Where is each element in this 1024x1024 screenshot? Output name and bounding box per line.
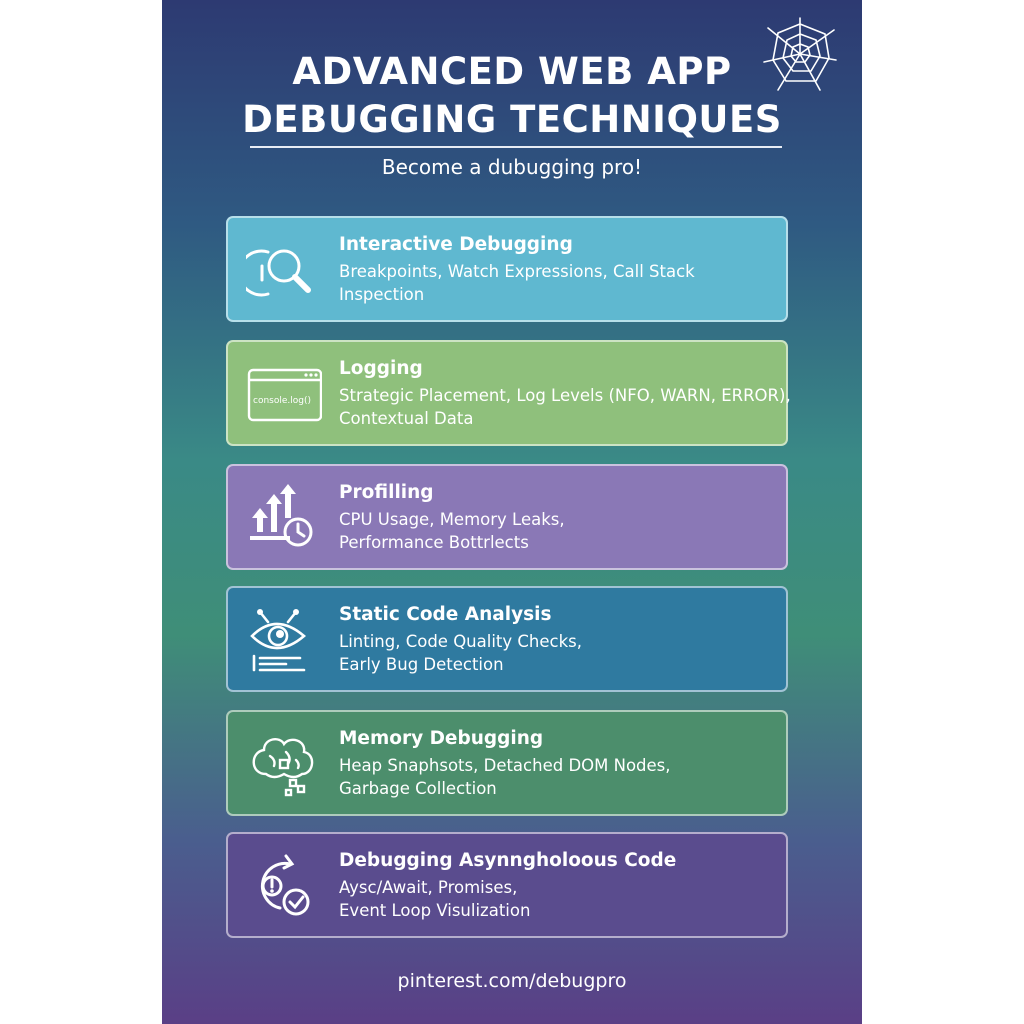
- card-title: Static Code Analysis: [339, 604, 552, 625]
- card-description: Aysc/Await, Promises, Event Loop Visuliz…: [339, 876, 783, 922]
- poster: ADVANCED WEB APP DEBUGGING TECHNIQUES Be…: [162, 0, 862, 1024]
- card-profilling: Profilling CPU Usage, Memory Leaks, Perf…: [226, 464, 788, 570]
- footer-link[interactable]: pinterest.com/debugpro: [397, 970, 627, 992]
- title-divider: [250, 146, 782, 148]
- eye-bug-icon: [250, 609, 306, 672]
- card-description: CPU Usage, Memory Leaks, Performance Bot…: [339, 508, 783, 554]
- card-description: Breakpoints, Watch Expressions, Call Sta…: [339, 260, 783, 306]
- card-description-line: CPU Usage, Memory Leaks,: [339, 510, 565, 529]
- card-description-line: Garbage Collection: [339, 779, 497, 798]
- card-async-code: Debugging Asynngholoous Code Aysc/Await,…: [226, 832, 788, 938]
- card-description-line: Performance Bottrlects: [339, 533, 529, 552]
- title-line-1: ADVANCED WEB APP: [292, 50, 732, 93]
- card-description-line: Breakpoints, Watch Expressions, Call Sta…: [339, 262, 695, 281]
- card-description-line: Early Bug Detection: [339, 655, 504, 674]
- card-title: Profilling: [339, 482, 434, 503]
- card-title: Logging: [339, 358, 423, 379]
- card-logging: console.log() Logging Strategic Placemen…: [226, 340, 791, 446]
- card-description-line: Event Loop Visulization: [339, 901, 531, 920]
- page-subtitle: Become a dubugging pro!: [381, 155, 643, 179]
- card-description-line: Contextual Data: [339, 409, 474, 428]
- card-description-line: Aysc/Await, Promises,: [339, 878, 518, 897]
- magnifier-icon: [246, 249, 311, 297]
- title-line-2: DEBUGGING TECHNIQUES: [242, 98, 782, 141]
- card-description: Strategic Placement, Log Levels (NFO, WA…: [339, 384, 791, 430]
- card-description-line: Inspection: [339, 285, 425, 304]
- brain-icon: [252, 738, 314, 797]
- card-interactive-debugging: Interactive Debugging Breakpoints, Watch…: [226, 216, 788, 322]
- card-description: Heap Snaphsots, Detached DOM Nodes, Garb…: [339, 754, 783, 800]
- card-static-code-analysis: Static Code Analysis Linting, Code Quali…: [226, 586, 788, 692]
- console-window-icon: console.log(): [247, 368, 322, 422]
- async-check-icon: [260, 854, 310, 916]
- page-title: ADVANCED WEB APP DEBUGGING TECHNIQUES: [162, 48, 862, 144]
- performance-arrows-clock-icon: [250, 484, 313, 547]
- card-title: Memory Debugging: [339, 728, 544, 749]
- card-title: Interactive Debugging: [339, 234, 573, 255]
- console-log-text: console.log(): [253, 396, 311, 406]
- card-description: Linting, Code Quality Checks, Early Bug …: [339, 630, 783, 676]
- card-title: Debugging Asynngholoous Code: [339, 850, 677, 871]
- card-description-line: Heap Snaphsots, Detached DOM Nodes,: [339, 756, 671, 775]
- card-memory-debugging: Memory Debugging Heap Snaphsots, Detache…: [226, 710, 788, 816]
- spider-web-icon: [763, 17, 837, 91]
- card-description-line: Strategic Placement, Log Levels (NFO, WA…: [339, 386, 791, 405]
- card-description-line: Linting, Code Quality Checks,: [339, 632, 582, 651]
